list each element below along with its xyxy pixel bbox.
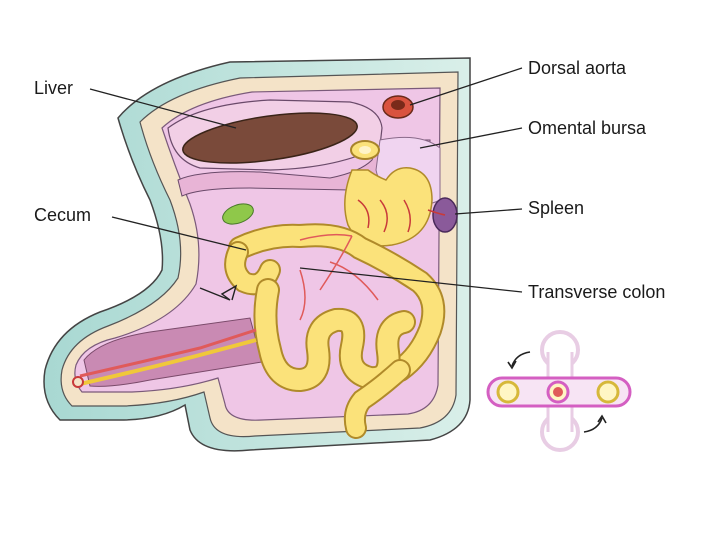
hindgut-vessel-red xyxy=(79,328,257,378)
dorsal-aorta-label: Dorsal aorta xyxy=(528,58,627,78)
cecum-leader xyxy=(111,216,247,251)
spleen-label: Spleen xyxy=(528,198,585,218)
inset-arrow-left xyxy=(511,351,531,367)
rotation-inset xyxy=(486,330,632,452)
mesenteric-artery xyxy=(299,233,379,321)
vessel-end-cap xyxy=(72,376,84,388)
omental-bursa-leader xyxy=(419,127,523,149)
hindgut-vessel-yellow xyxy=(79,338,257,386)
transverse-colon-leader xyxy=(299,267,523,293)
transverse-colon-fill xyxy=(230,225,444,380)
small-intestine-fill xyxy=(255,280,414,391)
liver-leader xyxy=(89,88,237,129)
descending-colon-fill xyxy=(345,361,409,437)
inset-arrow-right xyxy=(583,417,603,433)
spleen-leader xyxy=(454,208,523,215)
esophagus-lumen xyxy=(359,146,371,154)
pointer-arrow xyxy=(199,284,238,301)
dorsal-aorta-lumen xyxy=(391,100,405,110)
inset-right-node xyxy=(596,380,620,404)
inset-left-node xyxy=(496,380,520,404)
liver-label: Liver xyxy=(34,78,74,98)
omental-bursa-label: Omental bursa xyxy=(528,118,647,138)
gallbladder xyxy=(222,203,254,225)
inset-center-dot xyxy=(553,387,563,397)
transverse-colon-label: Transverse colon xyxy=(528,282,666,302)
dorsal-aorta-leader xyxy=(409,67,523,106)
gastric-vessels xyxy=(357,199,446,233)
cecum-label: Cecum xyxy=(34,205,92,225)
